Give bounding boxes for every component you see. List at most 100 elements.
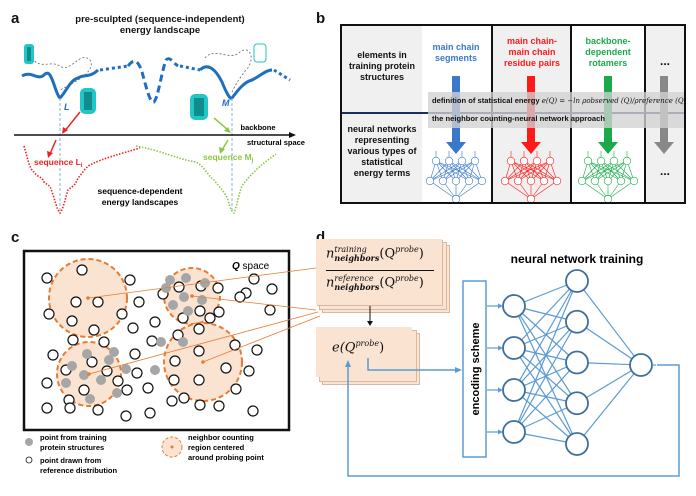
mini-node — [552, 176, 562, 186]
reference-point — [66, 315, 78, 327]
legend-training-line1: point from training — [40, 433, 107, 442]
reference-point — [88, 324, 100, 336]
reference-point — [220, 362, 232, 374]
reference-point — [76, 264, 88, 276]
reference-point — [172, 329, 184, 341]
definition-text: definition of statistical energy — [432, 96, 540, 105]
panel-b-label: b — [316, 10, 326, 27]
mini-edge — [455, 180, 483, 200]
bottom-title-line2: energy landscapes — [102, 197, 179, 207]
legend-region-line2: region centered — [188, 443, 245, 452]
reference-point — [168, 374, 180, 386]
mini-node — [590, 176, 600, 186]
definition-band — [428, 92, 684, 128]
mini-edge — [530, 160, 551, 182]
mini-edge — [429, 180, 457, 200]
panel-c-label: c — [11, 229, 20, 246]
network-edge — [513, 280, 578, 349]
mini-node — [603, 176, 613, 186]
energy-card: e(Qprobe) — [316, 327, 412, 377]
mini-node — [457, 156, 467, 166]
reference-point — [116, 308, 128, 320]
legend-training-point-icon — [25, 438, 33, 446]
arrow-M-to-axis — [213, 117, 229, 131]
network-edge — [576, 364, 642, 404]
reference-point — [194, 399, 206, 411]
reference-point — [131, 367, 143, 379]
reference-point — [243, 365, 255, 377]
network-node — [565, 309, 589, 334]
network-edge — [576, 321, 642, 366]
training-point — [96, 375, 106, 385]
reference-point — [127, 322, 139, 334]
network-node — [502, 378, 526, 402]
panel-b-table: elements in training protein structures … — [340, 24, 686, 204]
definition-line: definition of statistical energy e(Q) = … — [432, 96, 686, 105]
network-node — [565, 350, 589, 375]
legend-reference-line2: reference distribution — [40, 466, 118, 475]
panel-a-title-line1: pre-sculpted (sequence-independent) — [75, 14, 245, 25]
reference-point — [64, 402, 76, 414]
seq-L-landscape — [23, 145, 141, 215]
reference-point — [112, 375, 124, 387]
reference-point — [41, 272, 53, 284]
mini-node — [519, 156, 529, 166]
legend-training-line2: protein structures — [40, 443, 104, 452]
mini-edge — [455, 160, 476, 182]
reference-point — [193, 374, 205, 386]
mini-edge — [607, 180, 635, 200]
reference-point — [144, 407, 156, 419]
definition-formula: e(Q) = −ln ρobserved (Q)/ρreference (Q) — [541, 97, 687, 105]
panel-a-label: a — [11, 10, 20, 27]
panel-a-title: pre-sculpted (sequence-independent) ener… — [60, 14, 260, 36]
network-node — [565, 391, 589, 416]
training-point — [179, 292, 189, 302]
q-space-plot: Q space point from training protein stru… — [22, 249, 291, 475]
legend-reference-point-icon — [25, 456, 33, 464]
legend-region-line1: neighbor counting — [188, 433, 254, 442]
seq-M-label: sequence Mj — [203, 152, 254, 164]
network-node — [502, 294, 526, 318]
training-point — [85, 394, 95, 404]
legend-region-line3: around probing point — [188, 453, 264, 462]
probe-connector-lines — [87, 267, 321, 375]
encoding-scheme-box — [462, 280, 487, 458]
seq-M-landscape — [135, 145, 277, 215]
energy-function: e(Qprobe) — [332, 339, 385, 356]
panel-a-landscape: L M backbone structural space sequence L… — [14, 43, 305, 215]
col-title-ellipsis: ... — [659, 54, 670, 68]
mini-node — [500, 176, 510, 186]
q-space-label: Q space — [232, 261, 270, 272]
mini-node — [506, 156, 516, 166]
training-point — [82, 349, 92, 359]
mini-node — [470, 156, 480, 166]
training-point — [104, 355, 114, 365]
panel-a-title-line2: energy landscape — [119, 25, 201, 36]
mini-node — [513, 176, 523, 186]
col-title-residue-pairs: main chain-main chain residue pairs — [503, 36, 561, 68]
mini-edge — [581, 160, 615, 182]
mini-edge — [504, 180, 532, 200]
row2-header: neural networks representing various typ… — [347, 124, 417, 178]
network-node — [502, 420, 526, 444]
mini-node — [425, 176, 435, 186]
mini-node — [603, 194, 613, 202]
network-edge — [576, 364, 642, 445]
reference-point — [230, 383, 242, 395]
reference-point — [251, 344, 263, 356]
mini-node — [532, 156, 542, 166]
panel-d-label: d — [316, 229, 326, 246]
mini-net-blue — [425, 151, 487, 202]
mini-edge — [581, 180, 609, 200]
mini-edge — [607, 160, 628, 182]
minimum-L-label: L — [64, 102, 70, 112]
mini-node — [451, 176, 461, 186]
mini-edge — [504, 160, 551, 182]
encoding-scheme-label: encoding scheme — [470, 323, 482, 416]
network-node — [565, 432, 589, 456]
reference-point — [229, 339, 241, 351]
reference-point — [212, 282, 224, 294]
reference-point — [193, 323, 205, 335]
